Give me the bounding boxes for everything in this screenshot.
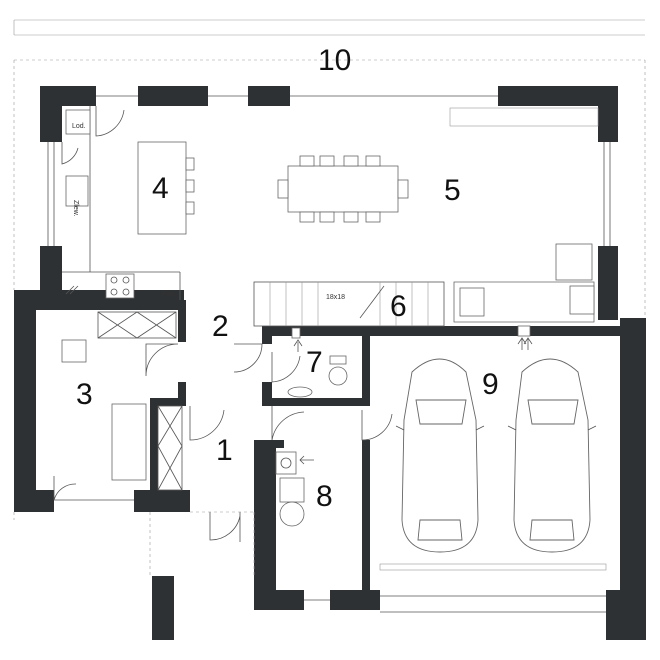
sink-label: Zlew. bbox=[72, 200, 79, 216]
vent-icon-garage bbox=[517, 325, 531, 337]
room-number-9: 9 bbox=[482, 368, 499, 401]
room-number-5: 5 bbox=[444, 174, 461, 207]
walls bbox=[14, 86, 646, 640]
room-number-10: 10 bbox=[318, 44, 351, 77]
kitchen-fittings: Lod. Zlew. Piek. bbox=[62, 106, 195, 300]
dashed-lines bbox=[13, 511, 255, 576]
room-8-fixtures bbox=[275, 451, 314, 527]
stairs-label: 18x18 bbox=[326, 294, 345, 301]
room-number-4: 4 bbox=[152, 172, 169, 205]
vent-icon bbox=[291, 327, 301, 339]
vent-arrow-icon bbox=[65, 285, 79, 295]
bed bbox=[111, 403, 147, 481]
living-furniture bbox=[277, 107, 599, 323]
sofa bbox=[453, 281, 595, 323]
room-number-7: 7 bbox=[306, 346, 323, 379]
arrow-up-icon bbox=[293, 339, 303, 352]
arrow-up-icon-garage bbox=[517, 337, 527, 350]
room-numbers: 1 2 3 4 5 6 7 8 9 10 bbox=[76, 44, 499, 513]
kitchen-island bbox=[137, 141, 187, 235]
room-number-8: 8 bbox=[316, 480, 333, 513]
room-3-furniture bbox=[61, 311, 183, 491]
room-number-2: 2 bbox=[212, 310, 229, 343]
washing-machine bbox=[279, 501, 305, 527]
room-number-6: 6 bbox=[390, 290, 407, 323]
arrow-left-icon bbox=[299, 455, 314, 465]
fridge-label: Lod. bbox=[72, 123, 86, 130]
dining-table bbox=[287, 165, 399, 213]
room-number-3: 3 bbox=[76, 378, 93, 411]
terrace-outline bbox=[13, 19, 646, 320]
oven-label: Piek. bbox=[162, 291, 178, 298]
garage-cars bbox=[379, 325, 607, 571]
boiler bbox=[275, 451, 297, 475]
room-number-1: 1 bbox=[216, 434, 233, 467]
stairs: 18x18 bbox=[253, 281, 445, 327]
room-7-fixtures bbox=[287, 327, 348, 398]
doors bbox=[53, 106, 393, 542]
